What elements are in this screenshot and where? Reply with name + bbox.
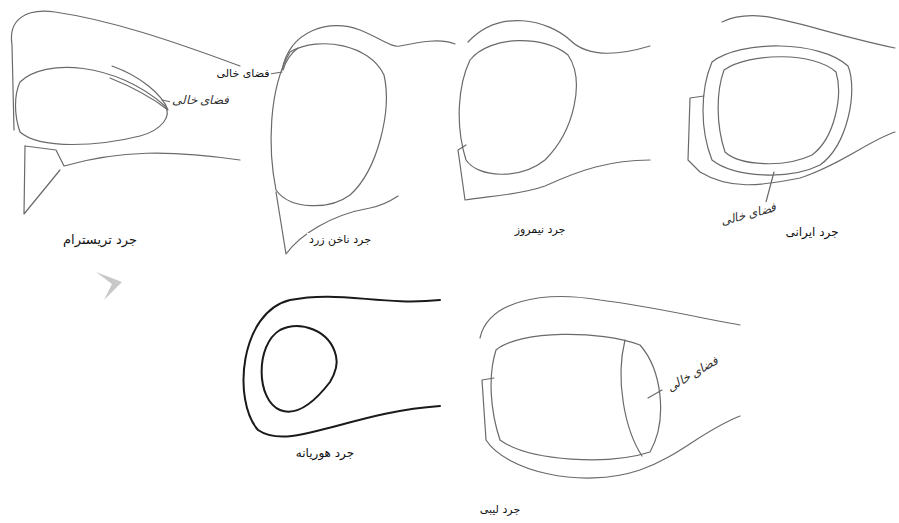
empty-space-label: فضای خالی xyxy=(662,353,722,396)
libyan-bulla xyxy=(480,297,740,478)
tristram-bulla xyxy=(11,11,240,214)
bulla-outline xyxy=(262,326,337,411)
figure-caption: جرد لیبی xyxy=(478,503,522,516)
outer-outline xyxy=(244,297,440,437)
figure-caption: جرد نیمروز xyxy=(513,223,568,236)
bulla-outline xyxy=(459,41,576,175)
empty-space xyxy=(283,48,298,70)
watermark-mark xyxy=(96,272,122,300)
empty-space xyxy=(110,66,168,110)
empty-space-label: فضای خالی xyxy=(717,199,780,229)
leader-line xyxy=(648,390,662,398)
leader-line xyxy=(766,172,774,202)
figure-caption: جرد هوریانه xyxy=(294,446,356,460)
leader-line xyxy=(270,72,282,74)
upper-outline xyxy=(11,11,240,130)
empty-space-label: فضای خالی xyxy=(215,67,272,80)
figure-caption: جرد تریسترام xyxy=(61,232,139,248)
empty-space xyxy=(621,340,642,456)
yellow-nail-bulla xyxy=(270,26,455,254)
lower-outline xyxy=(276,192,398,254)
lower-spike xyxy=(24,146,60,214)
iranian-bulla xyxy=(688,16,895,202)
figure-caption: جرد ایرانی xyxy=(783,225,840,239)
empty-space-label: فضای خالی xyxy=(170,93,231,107)
lower-spike xyxy=(458,145,650,200)
lower-outline xyxy=(25,146,240,166)
bulla-outline xyxy=(16,67,168,144)
upper-outline xyxy=(480,297,740,338)
horiyaneh-bulla xyxy=(244,297,440,437)
lower-outline xyxy=(482,378,740,478)
bulla-outline xyxy=(718,57,838,164)
bulla-outline xyxy=(491,334,661,459)
upper-outline xyxy=(722,16,895,48)
left-spike xyxy=(688,96,895,185)
bulla-outline xyxy=(271,44,386,206)
upper-outline xyxy=(282,26,455,70)
figure-caption: جرد ناخن زرد xyxy=(307,233,373,246)
outer-wall xyxy=(703,46,852,175)
nimruz-bulla xyxy=(458,21,650,200)
